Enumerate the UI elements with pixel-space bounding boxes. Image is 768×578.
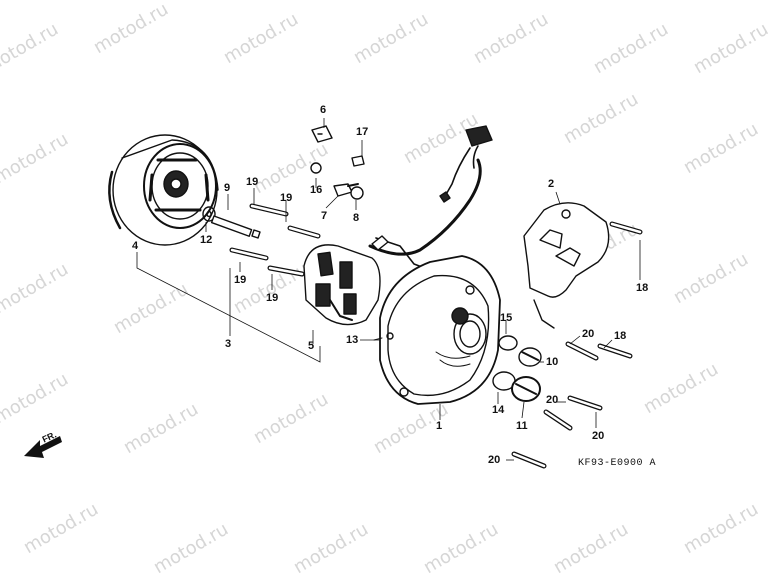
callout-20: 20 [592,430,605,442]
callout-13: 13 [346,334,359,346]
callout-19: 19 [280,192,293,204]
callout-20: 20 [582,328,595,340]
callout-10: 10 [546,356,559,368]
wire-harness [368,125,493,271]
callout-9: 9 [224,182,231,194]
callout-5: 5 [308,340,315,352]
callout-19: 19 [266,292,279,304]
cover-bolts [511,221,643,469]
flywheel-rotor [108,134,219,246]
clamp-bolt [351,155,365,167]
callout-14: 14 [492,404,505,416]
callout-18: 18 [636,282,649,294]
flywheel-bolt [210,215,261,239]
callout-19: 19 [234,274,247,286]
front-arrow-icon [24,436,62,458]
o-ring [498,335,518,351]
diagram-code: KF93-E0900 A [578,458,657,469]
callout-1: 1 [436,420,443,432]
left-crankcase-cover [379,255,501,405]
callout-8: 8 [353,212,360,224]
stator-bolts [229,203,321,277]
callout-6: 6 [320,104,327,116]
callout-4: 4 [132,240,139,252]
sprocket-cover [523,202,610,329]
callout-7: 7 [321,210,328,222]
sensor-nut [350,186,364,200]
callout-11: 11 [516,420,528,432]
callout-15: 15 [500,312,513,324]
callout-20: 20 [546,394,559,406]
callout-12: 12 [200,234,213,246]
crankshaft-hole-cap [511,376,541,402]
o-ring [310,162,322,174]
leader-lines [136,118,641,461]
callout-2: 2 [548,178,555,190]
callout-17: 17 [356,126,369,138]
stator [303,244,381,326]
callout-18: 18 [614,330,627,342]
callout-16: 16 [310,184,323,196]
washer [202,206,216,222]
callout-19: 19 [246,176,259,188]
callout-3: 3 [225,338,232,350]
timing-hole-cap [518,347,542,367]
callout-20: 20 [488,454,501,466]
